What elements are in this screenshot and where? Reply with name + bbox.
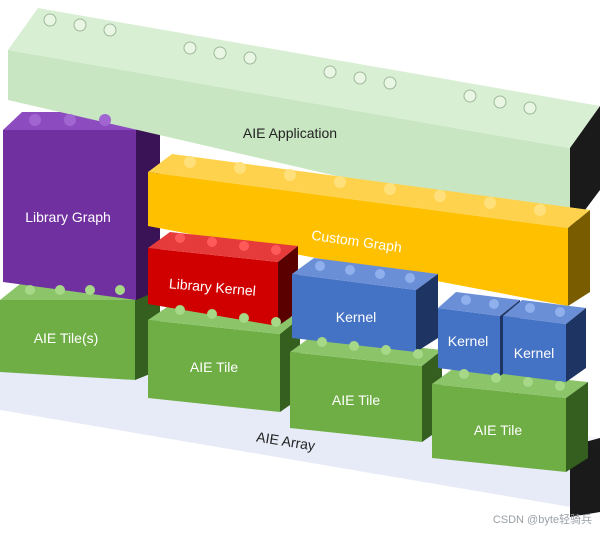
aie-application-label: AIE Application — [243, 125, 337, 141]
kernel-2-label: Kernel — [448, 333, 488, 349]
red-studs — [175, 233, 281, 255]
kernel-3-block: Kernel — [503, 300, 586, 382]
library-graph-label: Library Graph — [25, 209, 111, 225]
custom-graph-block: Custom Graph — [148, 154, 590, 306]
aie-tiles-label: AIE Tile(s) — [34, 330, 99, 346]
kernel-3-label: Kernel — [514, 345, 554, 361]
watermark-text: CSDN @byte轻骑兵 — [492, 514, 592, 526]
library-graph-block: Library Graph — [3, 112, 160, 300]
aie-tile-1-label: AIE Tile — [190, 359, 238, 375]
kernel-1-label: Kernel — [336, 309, 376, 325]
blue-studs — [315, 261, 565, 317]
aie-tile-3-label: AIE Tile — [474, 422, 522, 438]
aie-tile-2-label: AIE Tile — [332, 392, 380, 408]
library-kernel-label: Library Kernel — [168, 275, 256, 299]
purple-studs — [29, 114, 111, 126]
aie-application-block: AIE Application — [8, 8, 600, 230]
yellow-studs — [184, 156, 546, 216]
aie-tile-2-block: AIE Tile — [290, 336, 442, 442]
kernel-1-block: Kernel — [292, 258, 438, 352]
lego-studs — [43, 13, 537, 115]
aie-tile-3-block: AIE Tile — [432, 368, 588, 472]
green-studs — [25, 285, 565, 391]
